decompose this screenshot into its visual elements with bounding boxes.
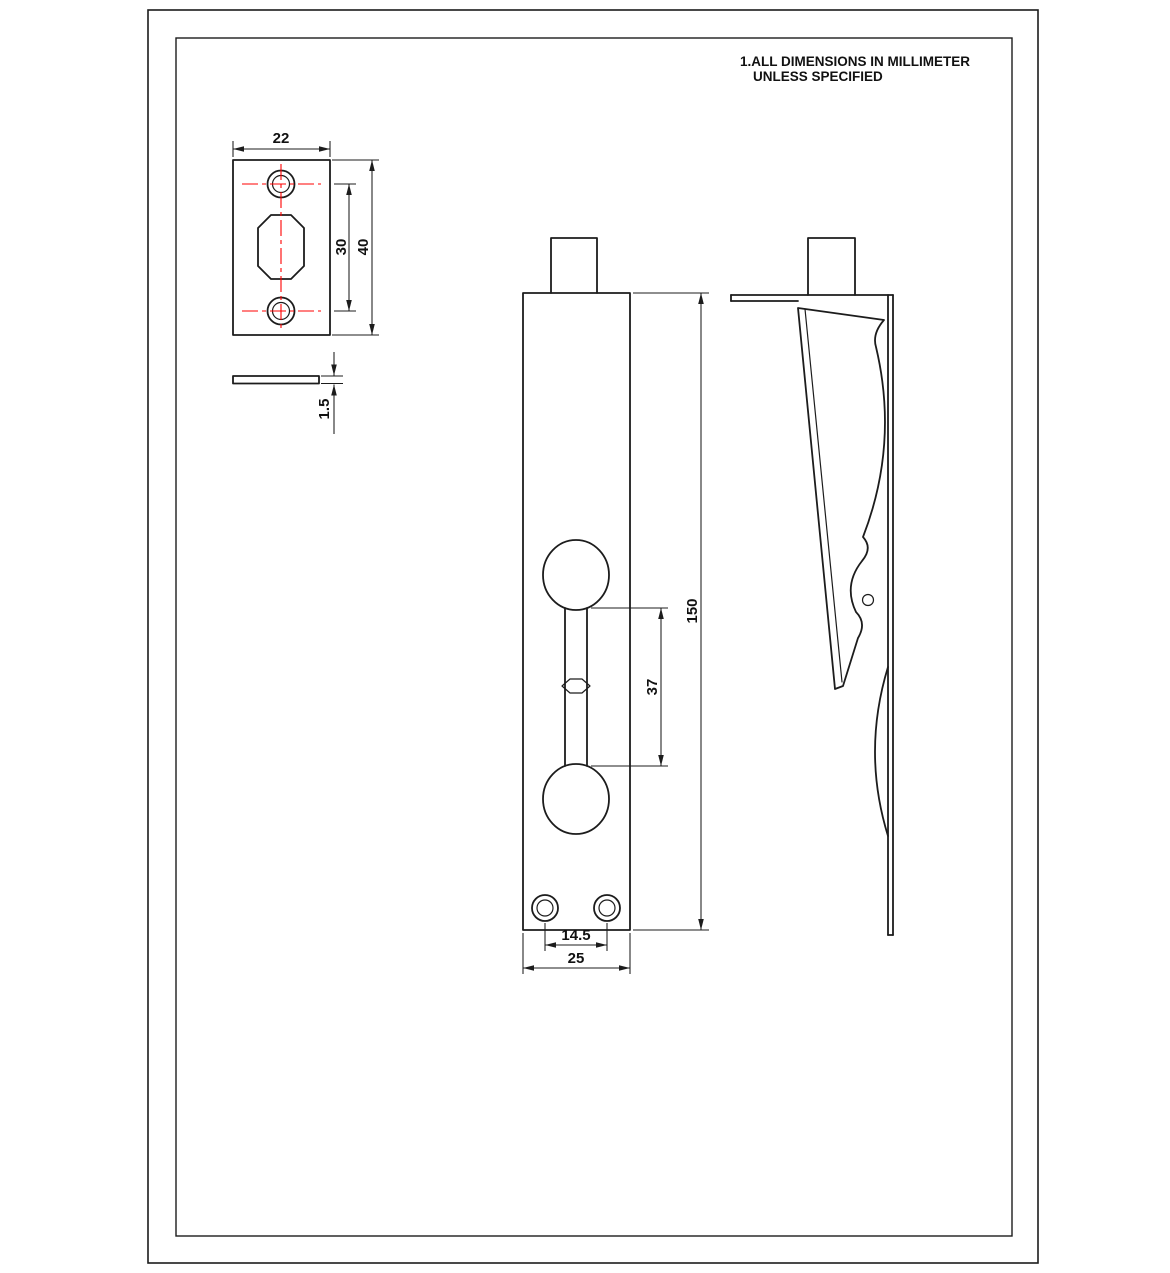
note-line-1: 1.ALL DIMENSIONS IN MILLIMETER <box>740 54 970 69</box>
dimension-value: 150 <box>684 598 701 623</box>
screw-hole-right-outer <box>593 894 621 922</box>
note-line-2: UNLESS SPECIFIED <box>753 69 883 84</box>
dimension-value: 40 <box>355 239 372 256</box>
general-note: 1.ALL DIMENSIONS IN MILLIMETER UNLESS SP… <box>740 54 970 84</box>
bolt-lever-body <box>797 307 886 690</box>
inner-border <box>175 37 1013 1237</box>
dim-plate-width: 22 <box>232 130 331 157</box>
dim-plate-thickness: 1.5 <box>316 352 343 434</box>
strike-plate-centerlines <box>242 164 321 331</box>
slot-bottom-circle <box>542 763 610 835</box>
bolt-lever-fold-line <box>804 308 843 683</box>
dim-slot-length: 37 <box>591 607 668 767</box>
strike-plate-outline <box>232 159 331 336</box>
dimension-value: 22 <box>273 130 290 147</box>
dimension-value: 37 <box>644 679 661 696</box>
dim-bolt-width: 25 <box>522 933 631 974</box>
strike-plate-thickness-view <box>232 375 320 385</box>
flush-bolt-front-view <box>522 237 631 931</box>
dimension-value: 14.5 <box>561 927 590 944</box>
dim-bolt-height: 150 <box>633 292 709 931</box>
lower-slot-arc <box>874 666 889 837</box>
outer-border <box>147 9 1039 1264</box>
bolt-rod <box>550 237 598 294</box>
strike-plate-latch-slot <box>257 214 305 280</box>
dimension-value: 30 <box>333 239 350 256</box>
screw-hole-left-inner <box>536 899 554 917</box>
bolt-body-outline <box>522 292 631 931</box>
lever-pivot-hole <box>861 593 875 607</box>
bolt-rod-side <box>807 237 856 296</box>
slide-knob <box>561 678 591 694</box>
dim-screw-spacing: 14.5 <box>544 923 608 951</box>
screw-hole-right-inner <box>598 899 616 917</box>
slot-top-circle <box>542 539 610 611</box>
dimension-value: 1.5 <box>316 399 333 420</box>
dimension-value: 25 <box>568 950 585 967</box>
screw-hole-left-outer <box>531 894 559 922</box>
dim-plate-height: 40 <box>332 159 379 336</box>
strike-plate-edge-outline <box>232 375 320 385</box>
strike-plate-front-view <box>232 159 331 336</box>
flush-bolt-side-view <box>730 237 894 936</box>
dim-plate-hole-spacing: 30 <box>333 183 356 312</box>
